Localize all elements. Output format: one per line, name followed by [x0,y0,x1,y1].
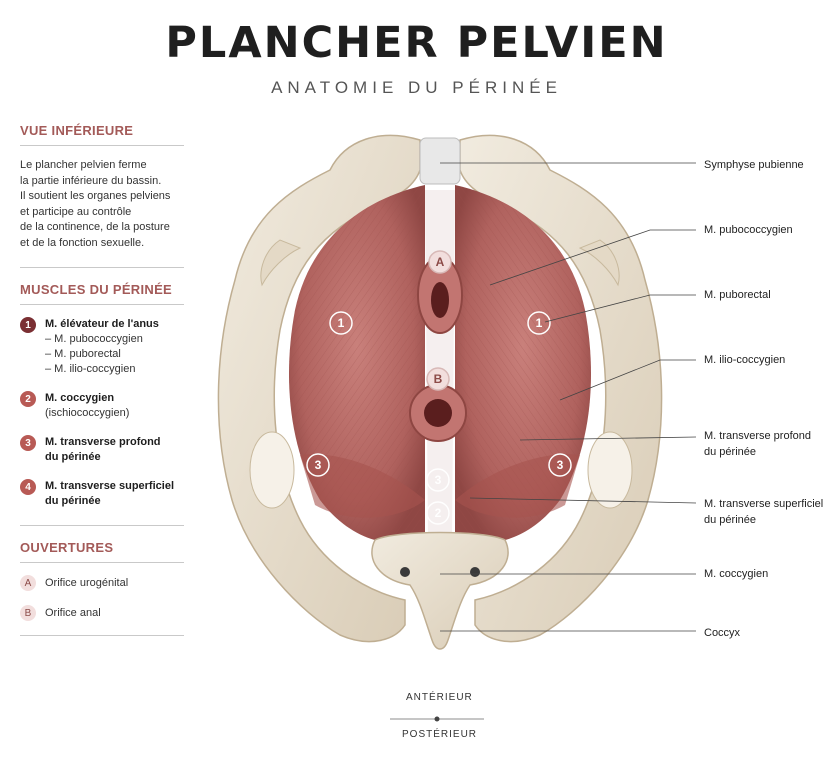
structure-label: M. puborectal [704,289,771,301]
figure-marker-3: 3 [548,453,572,477]
structure-label: M. pubococcygien [704,224,793,236]
leader-line [559,359,696,401]
opening-item-a: A Orifice urogénital [20,575,184,591]
svg-text:1: 1 [536,316,543,330]
page-subtitle: ANATOMIE DU PÉRINÉE [271,78,562,97]
figure-markers: A B 1 1 3 3 3 2 [306,250,572,525]
structure-label: Symphyse pubienne [704,159,804,171]
muscle-number-badge: 1 [20,317,36,333]
sidebar: VUE INFÉRIEURE Le plancher pelvien ferme… [20,123,184,650]
muscle-item-2: 2 M. coccygien (ischiococcygien) [20,391,184,421]
muscle-number-badge: 4 [20,479,36,495]
opening-label: Orifice anal [45,607,101,619]
muscle-item-4: 4 M. transverse superficiel du périnée [20,479,184,509]
opening-label: Orifice urogénital [45,577,129,589]
coccyx-bone [371,531,509,650]
anterior-label: ANTÉRIEUR [406,692,473,703]
muscle-subpart: (ischiococcygien) [45,407,130,419]
svg-text:2: 2 [435,506,442,520]
structure-label: M. transverse superficiel du périnée [704,498,824,526]
leader-line [489,229,696,286]
pelvic-bone [217,134,663,643]
structure-label: M. ilio-coccygien [704,354,786,366]
figure-marker-1: 1 [329,311,353,335]
page-title: PLANCHER PELVIEN [165,18,668,68]
figure-marker-b: B [426,367,450,391]
muscle-item-3: 3 M. transverse profond du périnée [20,435,184,465]
svg-text:B: B [434,372,443,386]
muscle-number-badge: 2 [20,391,36,407]
opening-letter-badge: B [20,605,36,621]
svg-text:A: A [436,255,445,269]
pelvic-floor-muscles [288,185,592,544]
muscle-subpart: – M. ilio-coccygien [45,363,136,375]
pubic-symphysis [419,137,461,185]
muscle-name: M. transverse superficiel du périnée [45,480,175,507]
intro-text: Le plancher pelvien ferme la partie infé… [20,159,171,249]
divider [20,635,184,636]
muscle-number-badge: 3 [20,435,36,451]
opening-item-b: B Orifice anal [20,605,184,621]
muscle-name: M. élévateur de l'anus [45,318,159,330]
divider [20,267,184,268]
section-heading-openings: OUVERTURES [20,540,184,563]
posterior-label: POSTÉRIEUR [402,729,478,740]
leader-line [544,294,696,323]
svg-text:3: 3 [315,458,322,472]
figure-marker-1: 1 [527,311,551,335]
figure-marker-3: 3 [306,453,330,477]
svg-text:3: 3 [557,458,564,472]
svg-text:3: 3 [435,473,442,487]
figure-marker-2: 2 [426,501,450,525]
divider [20,525,184,526]
leader-line [519,436,697,441]
muscle-name: M. transverse profond du périnée [45,436,161,463]
muscle-subpart: – M. puborectal [45,348,121,360]
anal-orifice [409,384,467,442]
orientation-dot [434,716,440,722]
leader-line [469,497,697,504]
structure-label: Coccyx [704,627,741,639]
figure-marker-a: A [428,250,452,274]
muscle-subpart: – M. pubococcygien [45,333,143,345]
structure-label: M. transverse profond du périnée [704,430,811,458]
leader-lines [440,162,697,632]
figure-marker-3: 3 [426,468,450,492]
svg-text:1: 1 [338,316,345,330]
opening-letter-badge: A [20,575,36,591]
section-heading-muscles: MUSCLES DU PÉRINÉE [20,282,184,305]
section-heading-inferior-view: VUE INFÉRIEURE [20,123,184,146]
muscle-name: M. coccygien [45,392,115,404]
muscle-item-1: 1 M. élévateur de l'anus – M. pubococcyg… [20,317,184,377]
structure-label: M. coccygien [704,568,769,580]
